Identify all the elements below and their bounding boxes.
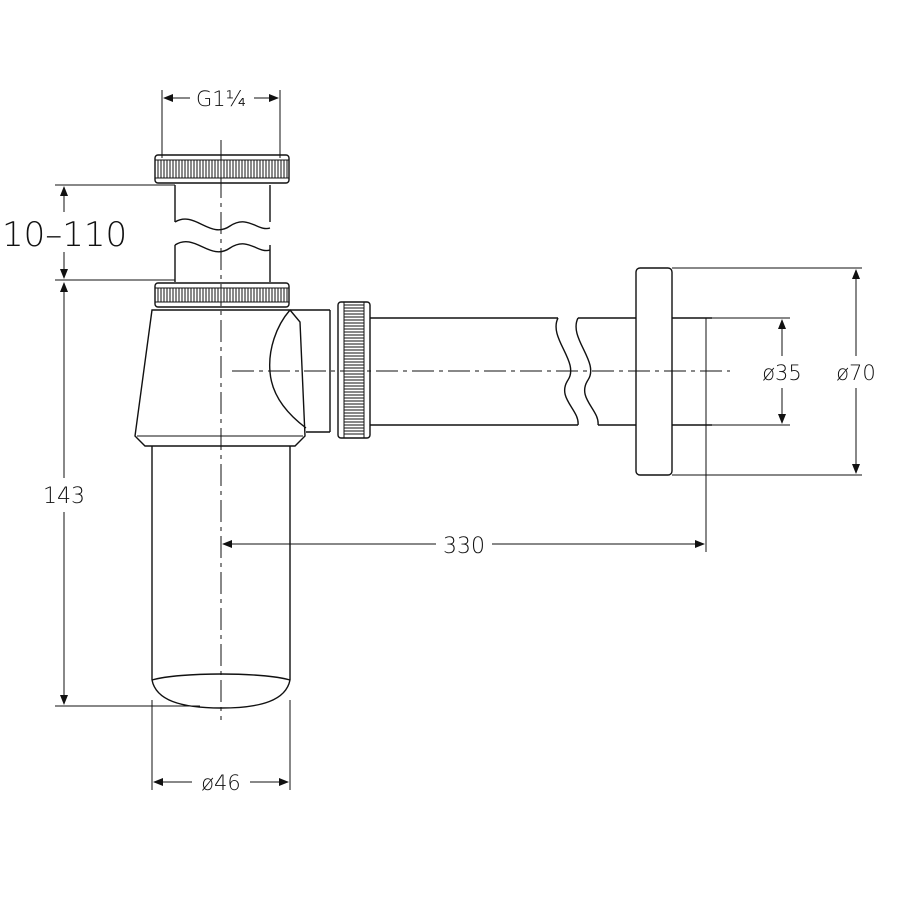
- dim-flange-diameter: ø70: [672, 267, 876, 476]
- center-lines: [220, 140, 730, 720]
- pipe-diameter-label: ø35: [762, 361, 802, 385]
- dim-bottle-diameter: ø46: [151, 700, 291, 795]
- thread-size-label: G1¼: [196, 87, 246, 111]
- height-label: 143: [43, 484, 85, 509]
- top-knurled-nut: [154, 154, 290, 184]
- dim-adjust-range: 10–110: [2, 184, 175, 281]
- outlet-knurled-nut: [337, 301, 371, 439]
- dim-pipe-diameter: ø35: [712, 317, 802, 426]
- inlet-tailpiece: [174, 185, 271, 282]
- outlet-pipe: [370, 317, 636, 426]
- dim-height: 143: [43, 282, 200, 707]
- adjust-range-label: 10–110: [2, 215, 127, 255]
- dim-thread-size: G1¼: [161, 87, 281, 158]
- outlet-length-label: 330: [443, 534, 485, 559]
- dim-outlet-length: 330: [222, 318, 707, 559]
- bottle-diameter-label: ø46: [201, 771, 241, 795]
- flange-diameter-label: ø70: [836, 361, 876, 385]
- middle-knurled-nut: [154, 282, 290, 308]
- trap-body: [134, 309, 331, 447]
